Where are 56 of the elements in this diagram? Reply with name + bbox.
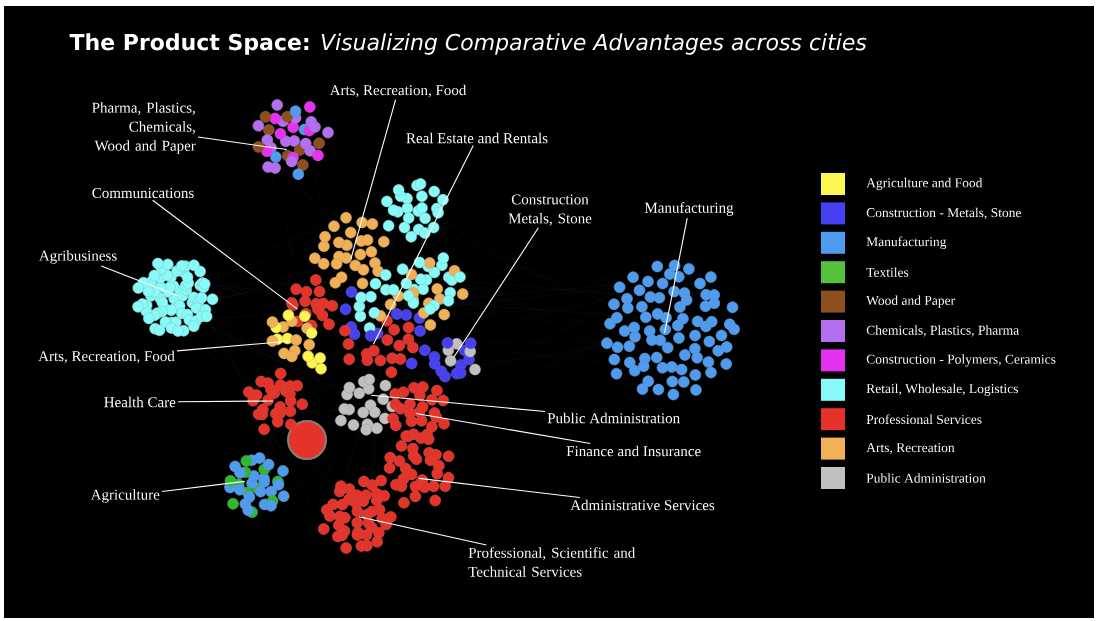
cluster-label: Arts, Recreation, Food [329, 84, 467, 98]
dot-cluster [132, 257, 219, 337]
legend-label: Wood and Paper [866, 295, 955, 308]
cluster-label: Professional, Scientific and Technical Services [468, 547, 636, 577]
cluster-label: Pharma, Plastics, Chemicals, Wood and Paper [92, 102, 196, 154]
dot-cluster [375, 430, 455, 509]
dot-cluster [317, 475, 397, 554]
legend-label: Chemicals, Plastics, Pharma [866, 325, 1019, 337]
legend-label: Public Administration [866, 473, 986, 483]
dot-cluster [309, 211, 390, 290]
dot-cluster [302, 350, 327, 375]
leader-line [177, 400, 274, 403]
dot-cluster [387, 381, 450, 444]
dot-cluster [224, 452, 290, 518]
leader-line [418, 477, 581, 499]
leader-line [370, 394, 546, 413]
leader-line [350, 99, 397, 260]
legend-label: Retail, Wholesale, Logistics [866, 383, 1018, 396]
leader-line [176, 340, 289, 352]
cluster-label: Health Care [104, 396, 176, 408]
legend-label: Construction - Polymers, Ceramics [866, 354, 1056, 367]
dot-cluster [266, 309, 318, 363]
cluster-label: Agriculture [90, 489, 160, 503]
legend-label: Construction - Metals, Stone [866, 207, 1021, 220]
cluster-label: Construction Metals, Stone [508, 194, 592, 226]
cluster-label: Agribusiness [39, 250, 117, 264]
cluster-label: Finance and Insurance [566, 445, 701, 457]
cluster-label: Public Administration [547, 412, 680, 424]
leader-line [372, 144, 474, 345]
leader-line [358, 516, 487, 546]
legend-label: Manufacturing [866, 236, 947, 249]
cluster-label: Real Estate and Rentals [406, 132, 548, 144]
leader-line [152, 199, 298, 310]
leader-line [664, 217, 688, 334]
dot-cluster [339, 269, 437, 378]
cluster-label: Administrative Services [570, 499, 715, 511]
title: The Product Space: Visualizing Comparative Advantages across cities [69, 33, 867, 55]
dot-cluster [428, 337, 481, 383]
legend-label: Arts, Recreation [866, 443, 955, 455]
legend-label: Agriculture and Food [866, 177, 983, 191]
dot-cluster [252, 99, 334, 180]
dot-cluster [243, 367, 308, 436]
leader-line [415, 413, 591, 445]
dot-cluster [396, 252, 469, 321]
cluster-label: Arts, Recreation, Food [38, 350, 175, 364]
dot-cluster [335, 373, 398, 436]
leader-line [453, 227, 539, 358]
cluster-label: Communications [92, 187, 194, 199]
legend-label: Professional Services [866, 414, 982, 424]
legend-label: Textiles [866, 267, 909, 277]
leader-line [197, 136, 288, 151]
cluster-label: Manufacturing [644, 202, 734, 216]
leader-line [100, 265, 179, 297]
dot-cluster [381, 178, 449, 243]
dot-cluster [601, 259, 740, 401]
leader-line [161, 480, 246, 493]
